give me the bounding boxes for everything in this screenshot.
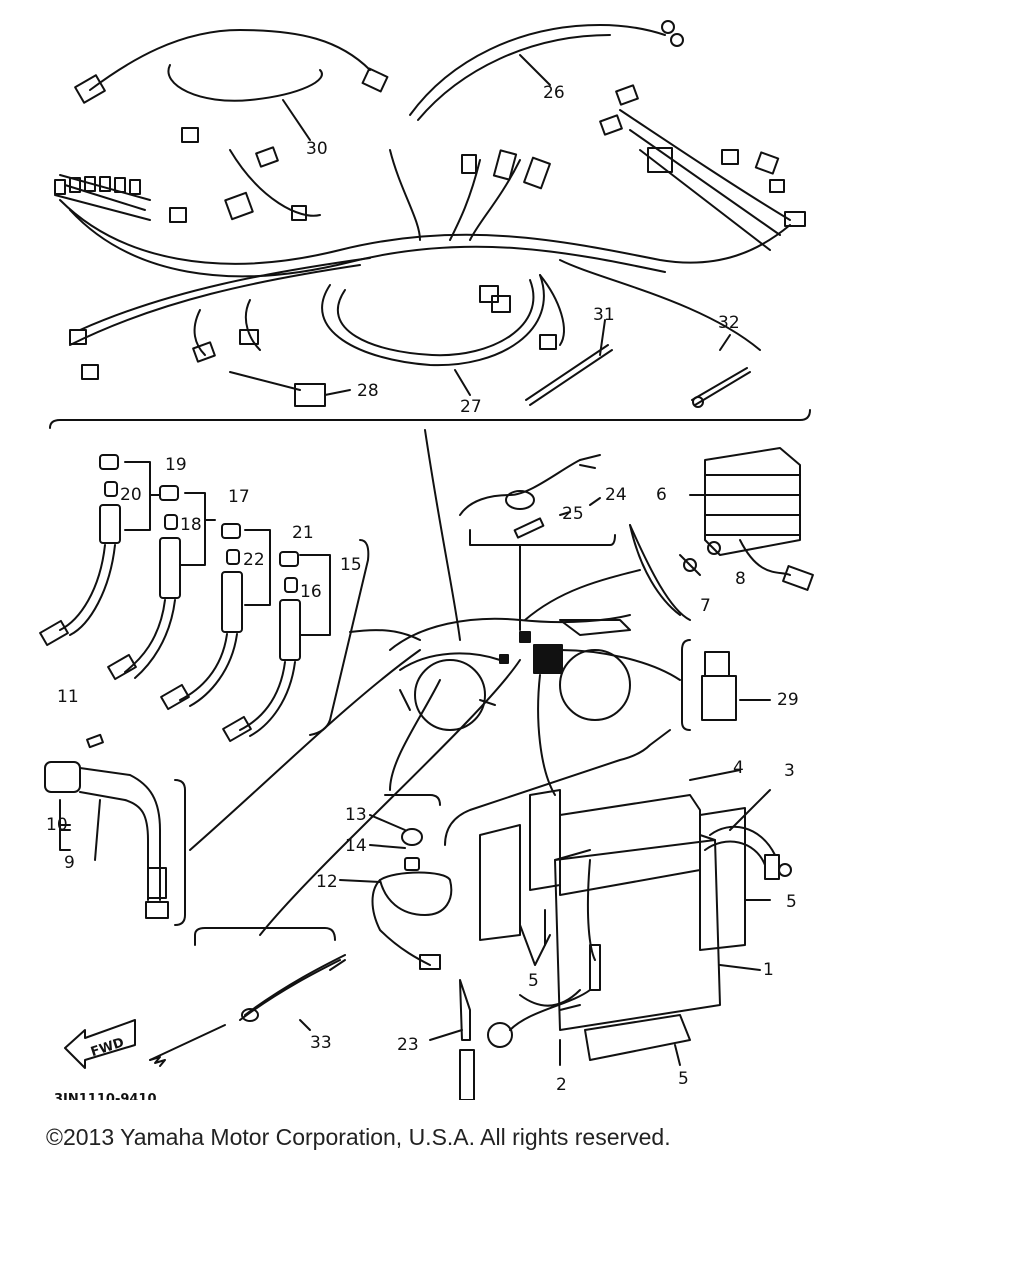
wire-26 [409, 20, 684, 121]
fwd-arrow [64, 1019, 136, 1069]
harness-30 [74, 29, 389, 104]
part-label-5-bottom: 5 [678, 1069, 689, 1089]
part-label-8: 8 [735, 569, 746, 589]
part-label-5-right: 5 [786, 892, 797, 912]
relay-29 [681, 639, 737, 731]
coil-bracket [174, 779, 186, 926]
part-label-15: 15 [340, 555, 362, 575]
part-label-16: 16 [300, 582, 322, 602]
sensor-bracket [194, 927, 336, 946]
harness-connectors [54, 84, 806, 380]
part-28 [229, 371, 326, 407]
part-label-5-left: 5 [528, 971, 539, 991]
part-label-7: 7 [700, 596, 711, 616]
diagram-code: 3JN1110-9410 [54, 1092, 157, 1100]
part-label-29: 29 [777, 690, 799, 710]
fwd-label: FWD [89, 1035, 126, 1060]
part-label-30: 30 [306, 139, 328, 159]
part-label-28: 28 [357, 381, 379, 401]
relay-bracket [681, 639, 691, 731]
sensor-33 [149, 927, 346, 1067]
harness-24-bracket [469, 529, 616, 546]
part-label-10: 10 [46, 815, 68, 835]
starter-relay-bracket [384, 794, 441, 806]
part-label-6: 6 [656, 485, 667, 505]
part-labels: 30 26 28 27 31 32 19 20 17 18 21 22 15 1… [46, 83, 799, 1095]
exploded-parts-diagram: 30 26 28 27 31 32 19 20 17 18 21 22 15 1… [39, 20, 814, 1100]
part-label-20: 20 [120, 485, 142, 505]
part-label-22: 22 [243, 550, 265, 570]
part-label-24: 24 [605, 485, 627, 505]
wire-harness-group [54, 109, 791, 367]
harness-bracket [49, 409, 811, 429]
part-label-18: 18 [180, 515, 202, 535]
part-label-2: 2 [556, 1075, 567, 1095]
part-label-4: 4 [733, 758, 744, 778]
label-leaders [59, 54, 771, 1066]
cable-tie-31 [525, 344, 613, 406]
part-label-3: 3 [784, 761, 795, 781]
part-label-27: 27 [460, 397, 482, 417]
coil-9 [44, 761, 186, 926]
cable-tie-32 [691, 367, 751, 408]
part-label-9: 9 [64, 853, 75, 873]
part-label-14: 14 [345, 836, 367, 856]
part-label-17: 17 [228, 487, 250, 507]
part-label-21: 21 [292, 523, 314, 543]
leader-lines [189, 429, 691, 936]
starter-relay-12 [371, 794, 453, 970]
harness-24 [459, 454, 616, 546]
part-label-1: 1 [763, 960, 774, 980]
battery-bracket [444, 729, 671, 846]
part-label-19: 19 [165, 455, 187, 475]
clip-11 [86, 733, 104, 749]
part-label-25: 25 [562, 504, 584, 524]
part-label-33: 33 [310, 1033, 332, 1053]
part-label-26: 26 [543, 83, 565, 103]
part-label-23: 23 [397, 1035, 419, 1055]
rectifier-6 [629, 447, 814, 616]
battery-group [444, 729, 792, 1100]
part-label-12: 12 [316, 872, 338, 892]
copyright-notice: ©2013 Yamaha Motor Corporation, U.S.A. A… [46, 1124, 671, 1150]
part-label-11: 11 [57, 687, 79, 707]
part-label-13: 13 [345, 805, 367, 825]
part-label-31: 31 [593, 305, 615, 325]
part-label-32: 32 [718, 313, 740, 333]
